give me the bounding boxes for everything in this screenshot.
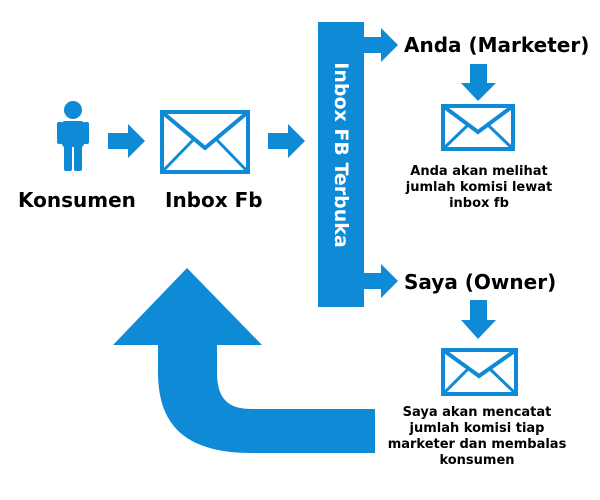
owner-label: Saya (Owner) xyxy=(404,270,557,294)
open-inbox-label: Inbox FB Terbuka xyxy=(330,62,352,248)
arrow-down-marketer xyxy=(461,64,496,101)
marketer-caption: Anda akan melihat jumlah komisi lewat in… xyxy=(405,164,553,211)
arrow-to-marketer xyxy=(362,28,398,62)
marketer-envelope-icon xyxy=(441,104,515,151)
arrow-down-owner xyxy=(461,300,496,339)
owner-caption: Saya akan mencatat jumlah komisi tiap ma… xyxy=(387,405,567,468)
marketer-label: Anda (Marketer) xyxy=(404,33,590,57)
consumer-label: Konsumen xyxy=(18,188,136,212)
person-icon xyxy=(57,101,89,171)
arrow-to-inbox xyxy=(108,124,145,158)
owner-envelope-icon xyxy=(441,348,518,396)
return-arrow xyxy=(113,268,375,453)
open-inbox-bar xyxy=(318,22,364,307)
inbox-label: Inbox Fb xyxy=(165,188,263,212)
arrow-to-open-inbox xyxy=(268,124,305,158)
arrow-to-owner xyxy=(362,264,398,298)
envelope-icon xyxy=(160,110,250,174)
